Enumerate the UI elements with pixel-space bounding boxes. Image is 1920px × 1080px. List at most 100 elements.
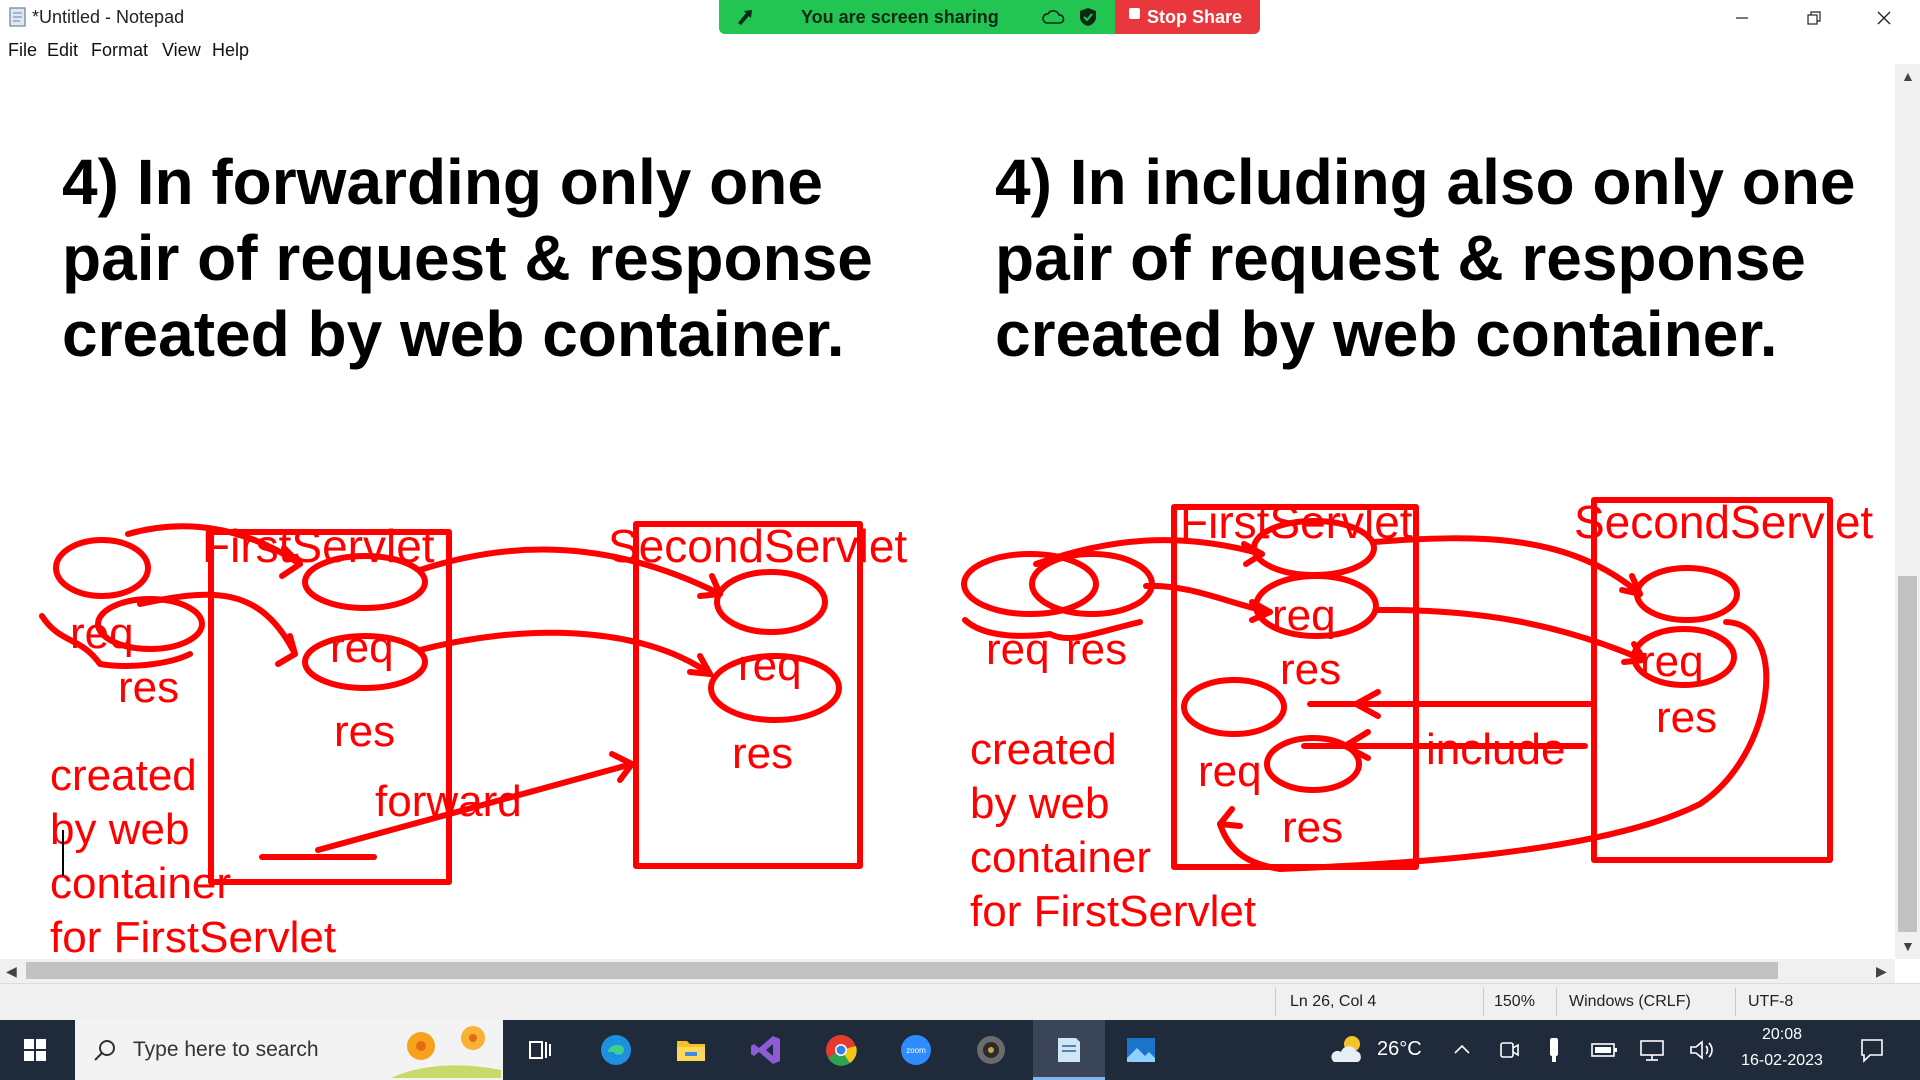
left-req-arrow [125, 523, 303, 567]
taskbar-search-box[interactable]: Type here to search [75, 1020, 503, 1080]
chevron-up-icon[interactable] [1452, 1040, 1472, 1060]
network-icon[interactable] [1638, 1038, 1666, 1062]
scroll-right-icon[interactable]: ▶ [1876, 963, 1887, 979]
scroll-up-icon[interactable]: ▲ [1901, 68, 1915, 84]
right-underline-scribble [962, 617, 1143, 642]
left-client-req-label: req [70, 609, 134, 658]
status-divider [1275, 988, 1276, 1016]
right-second-req-label: req [1640, 637, 1704, 686]
right-client-req-ellipse [961, 551, 1099, 617]
left-client-res-label: res [118, 663, 179, 712]
vertical-scroll-thumb[interactable] [1898, 576, 1917, 932]
notepad-taskbar-icon[interactable] [1050, 1032, 1086, 1068]
notepad-icon [9, 7, 26, 27]
menu-help[interactable]: Help [212, 40, 250, 60]
left-first-res-ellipse [302, 633, 428, 691]
right-second-servlet-label: SecondServlet [1574, 496, 1873, 548]
zoom-app-icon[interactable]: zoom [898, 1032, 934, 1068]
left-first-res-label: res [334, 707, 395, 756]
menu-edit[interactable]: Edit [47, 40, 79, 60]
right-first-req2-ellipse [1181, 677, 1287, 737]
left-first-req-label: req [330, 623, 394, 672]
left-first-servlet-label: FirstServlet [202, 520, 435, 572]
right-first-servlet-label: FirstServlet [1180, 496, 1413, 548]
scroll-down-icon[interactable]: ▼ [1901, 938, 1915, 954]
clock-date[interactable]: 16-02-2023 [1741, 1052, 1823, 1069]
left-res-arrow [137, 591, 298, 657]
right-res-arrow [1143, 582, 1273, 615]
clock-time[interactable]: 20:08 [1761, 1026, 1803, 1043]
left-second-req-ellipse [714, 569, 828, 635]
svg-text:zoom: zoom [906, 1046, 926, 1055]
file-explorer-icon[interactable] [673, 1032, 709, 1068]
text-caret [62, 830, 64, 876]
battery-icon[interactable] [1590, 1040, 1618, 1060]
share-arrow-icon [738, 10, 752, 25]
volume-icon[interactable] [1688, 1038, 1716, 1062]
horizontal-scroll-thumb[interactable] [26, 962, 1778, 979]
left-second-res-label: res [732, 729, 793, 778]
encoding: UTF-8 [1748, 993, 1794, 1010]
left-underline-scribble [39, 613, 193, 669]
right-first-res-label: res [1280, 645, 1341, 694]
right-note-line-3: container [970, 833, 1151, 882]
left-note-line-3: container [50, 859, 231, 908]
left-note-line-4: for FirstServlet [50, 913, 336, 959]
left-note-line-2: by web [50, 805, 189, 854]
right-return-curve [1217, 619, 1770, 872]
start-windows-icon[interactable] [23, 1038, 47, 1062]
left-forward-arrow [315, 761, 635, 853]
meet-now-icon[interactable] [1498, 1038, 1520, 1062]
gear-app-icon[interactable] [973, 1032, 1009, 1068]
menu-file[interactable]: File [8, 40, 38, 60]
notifications-icon[interactable] [1858, 1036, 1886, 1064]
screen-share-bar: You are screen sharing Stop Share [719, 0, 1260, 34]
right-second-servlet-box [1591, 497, 1833, 863]
usb-device-icon[interactable] [1545, 1036, 1563, 1064]
zoom-level: 150% [1494, 993, 1535, 1010]
visual-studio-icon[interactable] [748, 1032, 784, 1068]
left-first-req-ellipse [302, 553, 428, 611]
close-icon [1877, 11, 1891, 25]
cloud-icon [1042, 10, 1065, 24]
taskbar: Type here to search zoom 26°C [0, 1020, 1920, 1080]
close-button[interactable] [1848, 0, 1920, 36]
scroll-left-icon[interactable]: ◀ [6, 963, 17, 979]
left-second-req-label: req [738, 641, 802, 690]
restore-button[interactable] [1778, 0, 1850, 36]
status-divider [1735, 988, 1736, 1016]
right-client-res-ellipse [1029, 551, 1155, 617]
active-indicator [1033, 1077, 1105, 1080]
weather-icon[interactable] [1328, 1032, 1370, 1068]
menu-view[interactable]: View [162, 40, 201, 60]
weather-temperature[interactable]: 26°C [1377, 1038, 1422, 1060]
right-first-res2-ellipse [1264, 735, 1362, 793]
share-status-text: You are screen sharing [801, 7, 999, 27]
right-include-label: include [1426, 725, 1565, 774]
menu-format[interactable]: Format [91, 40, 149, 60]
left-second-res-ellipse [708, 653, 842, 723]
status-bar: Ln 26, Col 4 150% Windows (CRLF) UTF-8 [0, 983, 1920, 1020]
text-editor-area[interactable]: 4) In forwarding only one pair of reques… [0, 64, 1895, 959]
menu-bar: File Edit Format View Help [0, 36, 1920, 64]
right-note-line-1: created [970, 725, 1117, 774]
right-note-line-4: for FirstServlet [970, 887, 1256, 936]
left-first-servlet-box [208, 529, 452, 885]
status-divider [1556, 988, 1557, 1016]
photos-icon[interactable] [1123, 1032, 1159, 1068]
minimize-button[interactable] [1706, 0, 1778, 36]
task-view-icon[interactable] [522, 1032, 558, 1068]
right-include-req-arrow [1371, 535, 1643, 597]
right-client-res-label: res [1066, 625, 1127, 674]
edge-browser-icon[interactable] [598, 1032, 634, 1068]
flowers-illustration-icon [391, 1026, 501, 1078]
chrome-icon[interactable] [823, 1032, 859, 1068]
heading-forwarding: 4) In forwarding only one pair of reques… [62, 146, 873, 370]
shield-icon [1080, 8, 1096, 26]
share-status-panel[interactable]: You are screen sharing [719, 0, 1117, 34]
cursor-position: Ln 26, Col 4 [1290, 993, 1377, 1010]
stop-icon [1129, 8, 1140, 19]
right-req-arrow [1033, 537, 1265, 567]
right-include-res-arrow [1373, 606, 1647, 663]
stop-share-button[interactable]: Stop Share [1115, 0, 1260, 34]
